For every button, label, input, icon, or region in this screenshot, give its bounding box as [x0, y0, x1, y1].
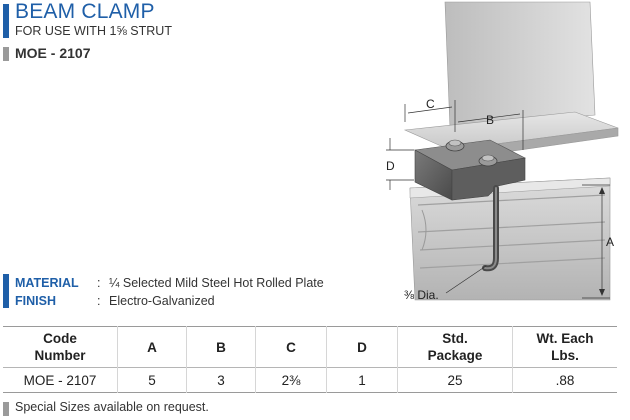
cell-d: 1: [326, 367, 398, 393]
spec-value: Electro-Galvanized: [109, 294, 215, 308]
cell-package: 25: [397, 367, 513, 393]
beam-clamp-drawing: C B D A ⅜ Dia.: [386, 1, 619, 302]
table-row: MOE - 2107 5 3 2⅜ 1 25 .88: [3, 367, 617, 393]
spec-label: MATERIAL: [15, 276, 79, 290]
cell-c: 2⅜: [255, 367, 327, 393]
column-header-package: Std.Package: [397, 326, 513, 368]
column-header-b: B: [186, 326, 256, 368]
cell-weight: .88: [512, 367, 617, 393]
dimension-a-label: A: [606, 235, 614, 249]
page-subtitle: FOR USE WITH 1⅝ STRUT: [15, 24, 172, 38]
dimension-d-label: D: [386, 159, 395, 173]
column-header-c: C: [255, 326, 327, 368]
title-accent-bar: [3, 4, 9, 38]
model-accent-bar: [3, 47, 9, 61]
spec-finish: FINISH:Electro-Galvanized: [15, 294, 215, 308]
note-accent-bar: [3, 402, 9, 416]
column-header-d: D: [326, 326, 398, 368]
spec-accent-bar: [3, 274, 9, 308]
rod-diameter-label: ⅜ Dia.: [404, 288, 439, 302]
spec-label: FINISH: [15, 294, 56, 308]
beam-web: [444, 1, 596, 129]
cell-b: 3: [186, 367, 256, 393]
special-sizes-note: Special Sizes available on request.: [15, 400, 209, 414]
dimension-b-label: B: [486, 113, 494, 127]
dimension-c-label: C: [426, 97, 435, 111]
spec-material: MATERIAL:¼ Selected Mild Steel Hot Rolle…: [15, 276, 324, 290]
spec-value: ¼ Selected Mild Steel Hot Rolled Plate: [109, 276, 324, 290]
page-title: BEAM CLAMP: [15, 0, 155, 23]
cell-a: 5: [117, 367, 187, 393]
column-header-a: A: [117, 326, 187, 368]
model-number: MOE - 2107: [15, 45, 91, 61]
cell-code: MOE - 2107: [23, 372, 97, 388]
